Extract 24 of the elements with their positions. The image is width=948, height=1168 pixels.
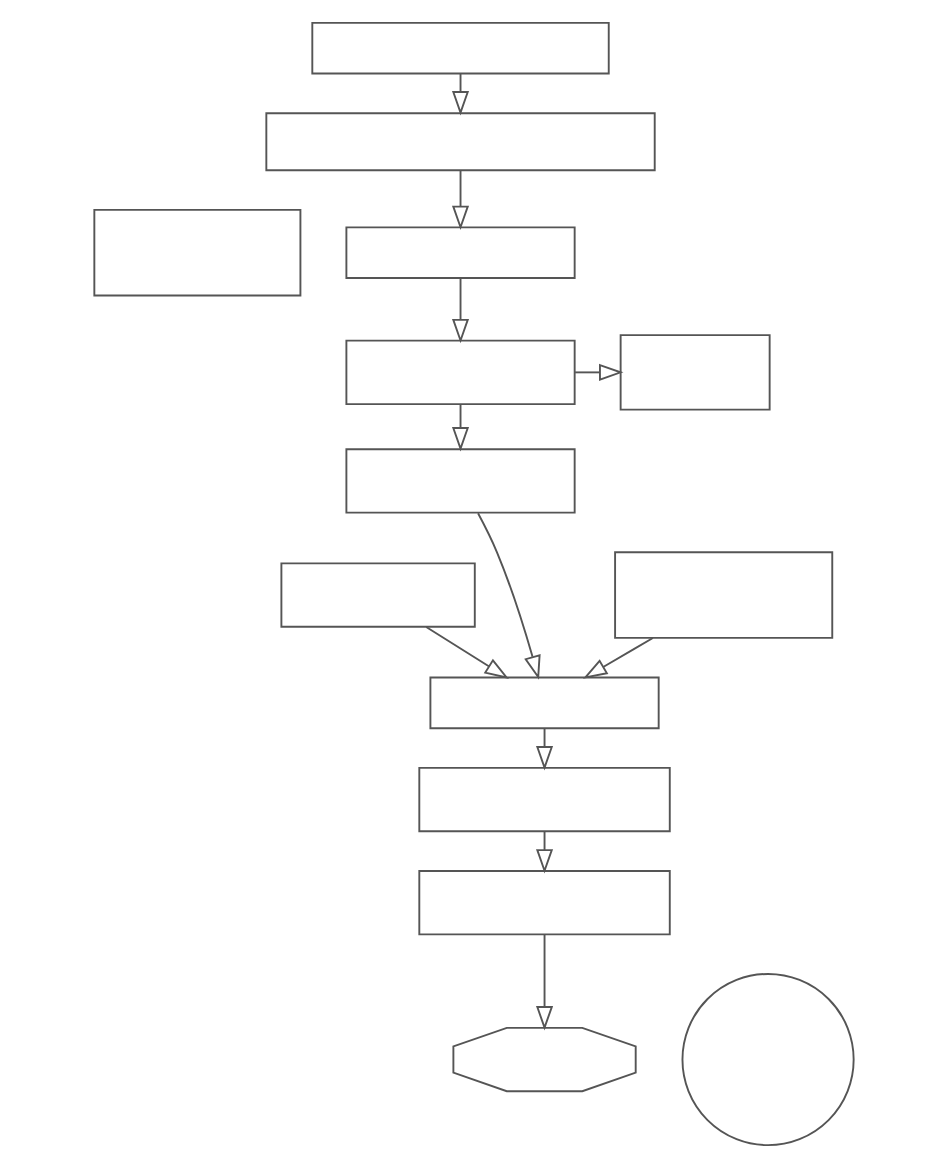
arrow xyxy=(451,403,470,452)
arrow xyxy=(536,933,554,1031)
arrow xyxy=(425,626,509,679)
arrow xyxy=(477,512,541,680)
node-box xyxy=(93,208,302,297)
arrow xyxy=(451,277,470,344)
arrow xyxy=(582,637,654,679)
node-box xyxy=(280,562,476,628)
node-box xyxy=(418,766,671,833)
node-box xyxy=(418,869,671,936)
node-box xyxy=(345,226,576,279)
arrow xyxy=(536,727,554,771)
arrow xyxy=(536,830,554,874)
node-box xyxy=(345,339,576,406)
arrow xyxy=(451,169,470,231)
node-octagon xyxy=(452,1026,637,1093)
node-box xyxy=(311,21,610,75)
node-box xyxy=(265,112,656,172)
node-box xyxy=(619,334,771,411)
node-box xyxy=(429,676,660,730)
node-box xyxy=(614,551,834,639)
node-circle xyxy=(681,973,855,1147)
node-box xyxy=(345,448,576,514)
arrow xyxy=(574,363,624,381)
